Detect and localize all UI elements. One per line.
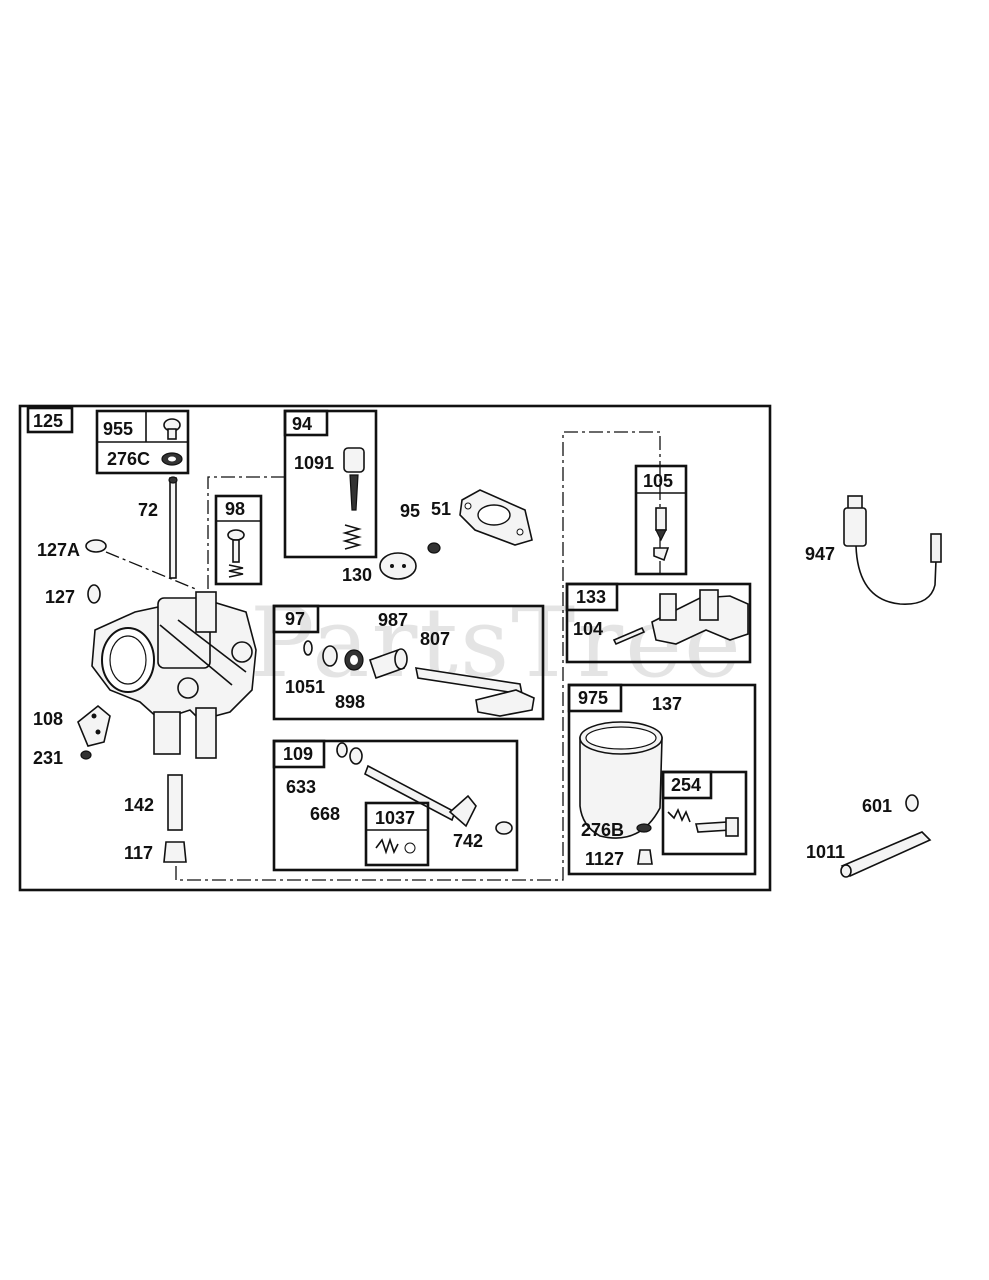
box-94-tag: [283, 409, 329, 437]
label-51: 51: [431, 499, 451, 519]
main-assembly-frame: [18, 404, 772, 892]
label-742: 742: [453, 831, 483, 851]
float-133-icon: [651, 589, 749, 645]
label-108: 108: [33, 709, 63, 729]
box-97-tag: [272, 604, 320, 634]
seal-898-icon: [322, 645, 338, 667]
clip-1051-icon: [303, 640, 313, 656]
washer-668-icon: [349, 747, 363, 765]
box-97-label: 97: [285, 609, 305, 629]
box-1037-label: 1037: [375, 808, 415, 828]
bushing-807-icon: [368, 648, 408, 680]
label-276b: 276B: [581, 820, 624, 840]
label-1091: 1091: [294, 453, 334, 473]
seal-633-icon: [336, 742, 348, 758]
box-105-label: 105: [643, 471, 673, 491]
box-109: [272, 739, 519, 872]
label-137: 137: [652, 694, 682, 714]
label-95: 95: [400, 501, 420, 521]
box-109-tag: [272, 739, 326, 769]
label-142: 142: [124, 795, 154, 815]
screw-spring-254-icon: [667, 808, 739, 837]
seal-127a-icon: [85, 539, 107, 553]
box-1037: [364, 801, 430, 867]
dash-leader-127a: [105, 551, 199, 591]
box-98-label: 98: [225, 499, 245, 519]
label-668: 668: [310, 804, 340, 824]
box-955-label: 955: [103, 419, 133, 439]
box-94: [283, 409, 378, 559]
label-987: 987: [378, 610, 408, 630]
clamp-601-icon: [905, 794, 919, 812]
box-125: [26, 406, 74, 434]
idle-screw-98-icon: [227, 529, 245, 578]
washer-276c-icon: [161, 452, 183, 466]
label-104: 104: [573, 619, 603, 639]
box-109-label: 109: [283, 744, 313, 764]
tube-142-icon: [167, 774, 183, 831]
label-1051: 1051: [285, 677, 325, 697]
label-601: 601: [862, 796, 892, 816]
plate-130-icon: [379, 552, 417, 580]
label-117: 117: [124, 843, 153, 863]
label-130: 130: [342, 565, 372, 585]
dash-leader-94: [207, 476, 285, 600]
label-231: 231: [33, 748, 63, 768]
plate-742-icon: [495, 821, 513, 835]
screw-231-icon: [80, 750, 92, 760]
needle-valve-105-icon: [653, 507, 670, 562]
washer-276b-icon: [636, 823, 652, 833]
throttle-shaft-icon: [414, 667, 535, 717]
solenoid-947-icon: [843, 495, 942, 605]
box-254-tag: [661, 770, 713, 800]
gasket-51-icon: [459, 489, 533, 546]
box-98: [214, 494, 263, 586]
box-133-label: 133: [576, 587, 606, 607]
drain-screw-1127-icon: [637, 849, 653, 865]
box-94-label: 94: [292, 414, 312, 434]
ring-127-icon: [87, 584, 101, 604]
box-975: [567, 683, 757, 876]
box-975-tag: [567, 683, 623, 713]
box-133: [565, 582, 752, 664]
carburetor-body-icon: [91, 591, 257, 759]
label-898: 898: [335, 692, 365, 712]
screw-955-icon: [163, 418, 181, 440]
box-975-label: 975: [578, 688, 608, 708]
spring-1037-icon: [375, 837, 416, 855]
label-947: 947: [805, 544, 835, 564]
label-127a: 127A: [37, 540, 80, 560]
label-633: 633: [286, 777, 316, 797]
dash-leader-105: [175, 431, 661, 881]
choke-shaft-icon: [364, 764, 477, 828]
float-bowl-137-icon: [579, 721, 663, 839]
box-133-tag: [565, 582, 619, 612]
fuel-line-1011-icon: [840, 831, 932, 878]
float-valve-1091-icon: [342, 447, 365, 550]
box-105: [634, 464, 688, 576]
label-127: 127: [45, 587, 75, 607]
screw-95-icon: [427, 542, 441, 554]
label-1127: 1127: [585, 849, 624, 869]
washer-987-icon: [344, 649, 364, 671]
nut-117-icon: [163, 841, 187, 863]
pin-104-icon: [612, 626, 646, 646]
label-72: 72: [138, 500, 158, 520]
shaft-72-icon: [168, 476, 178, 579]
label-1011: 1011: [806, 842, 845, 862]
label-807: 807: [420, 629, 450, 649]
box-276c-label: 276C: [107, 449, 150, 469]
box-125-label: 125: [33, 411, 63, 431]
plate-108-icon: [77, 704, 111, 747]
box-97: [272, 604, 545, 721]
box-254-label: 254: [671, 775, 701, 795]
